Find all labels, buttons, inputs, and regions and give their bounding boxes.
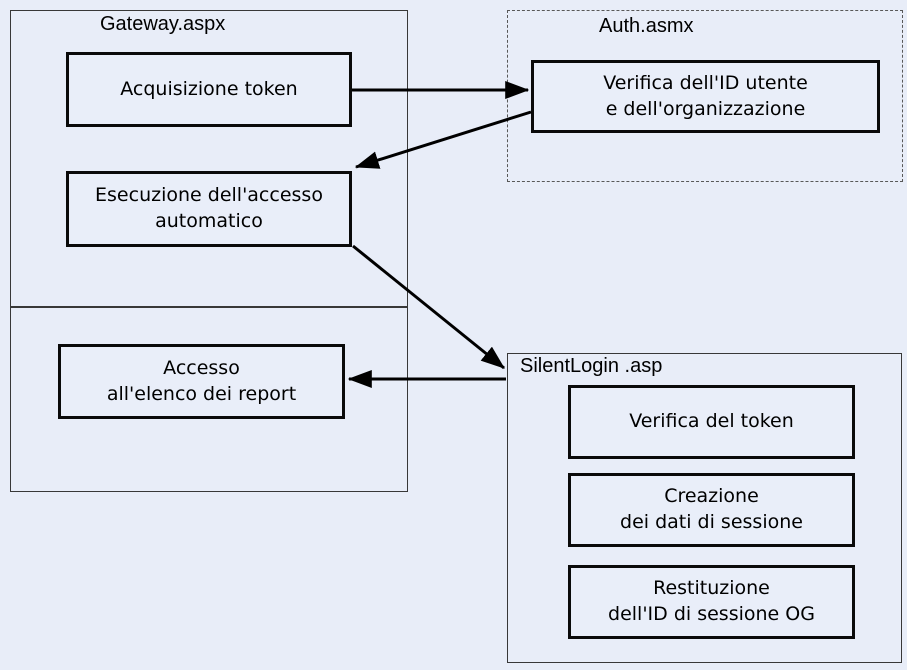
node-verifica-id-utente: Verifica dell'ID utente e dell'organizza…	[531, 60, 880, 133]
container-silentlogin	[507, 353, 902, 663]
container-silentlogin-label: SilentLogin .asp	[520, 355, 663, 377]
node-acquisizione-token: Acquisizione token	[66, 52, 352, 127]
node-creazione-dati-sessione: Creazione dei dati di sessione	[568, 473, 855, 547]
container-gateway-label: Gateway.aspx	[100, 13, 226, 35]
container-auth-label: Auth.asmx	[599, 15, 694, 37]
node-restituzione-id-sessione: Restituzione dell'ID di sessione OG	[568, 565, 855, 639]
node-esecuzione-accesso-automatico: Esecuzione dell'accesso automatico	[66, 171, 352, 247]
node-verifica-token: Verifica del token	[568, 385, 855, 459]
node-accesso-elenco-report: Accesso all'elenco dei report	[58, 344, 345, 419]
container-gateway-lower	[10, 307, 408, 492]
